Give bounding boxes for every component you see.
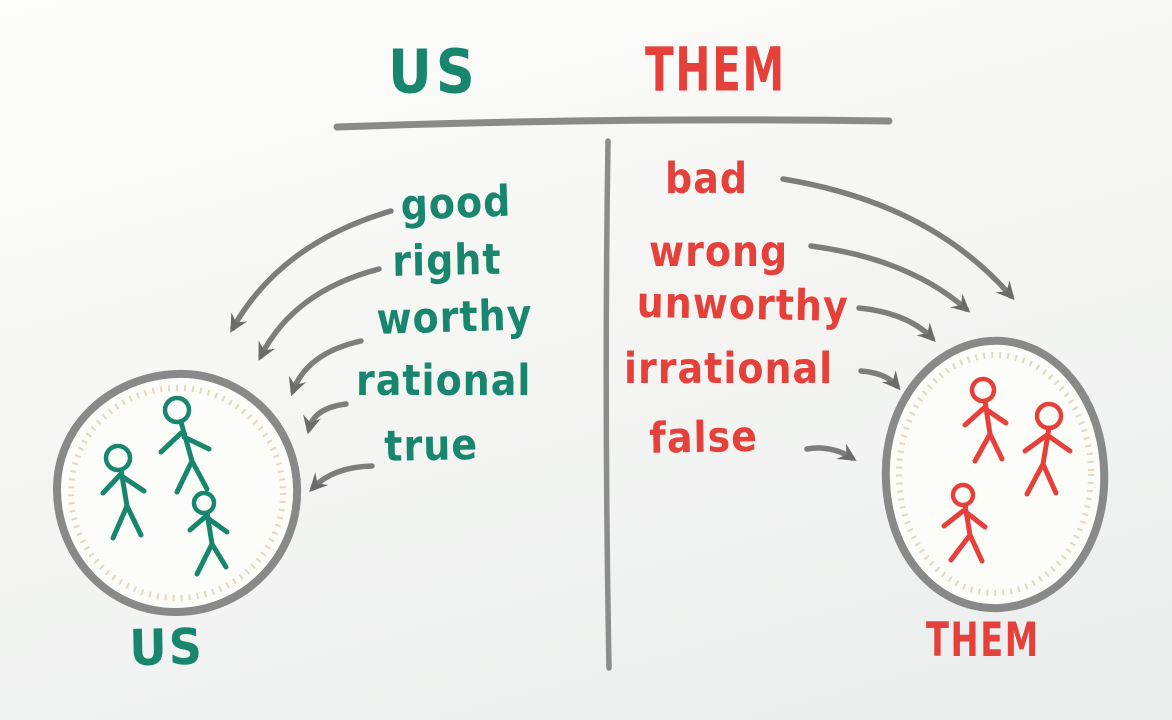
them-word-irrational: irrational [624,343,834,393]
us-stick-figure-2 [100,443,147,541]
them-word-false: false [648,411,759,463]
us-circle-speckle [68,385,286,601]
them-group-label: THEM [926,612,1040,668]
top-rule-line [333,116,893,131]
them-stick-figure-2 [1022,401,1073,497]
them-stick-figure-3 [941,482,988,564]
them-stick-figure-1 [962,376,1009,464]
us-group-label: US [128,617,205,677]
us-stick-figure-1 [158,395,212,495]
us-arrows [230,208,394,492]
us-word-right: right [391,234,502,286]
arrow-rational-to-us [303,401,349,435]
arrow-right-to-us [258,266,382,361]
us-word-true: true [383,419,479,471]
us-word-good: good [399,176,512,230]
us-heading: US [388,36,479,107]
arrow-bad-to-them [780,176,1015,301]
arrow-worthy-to-us [288,338,364,397]
us-stick-figures [100,395,230,577]
them-word-wrong: wrong [649,226,789,276]
them-word-bad: bad [665,153,749,203]
them-circle-speckle [896,352,1094,596]
them-stick-figures [941,376,1073,564]
them-word-unworthy: unworthy [636,277,850,332]
them-arrows [780,176,1015,461]
them-heading: THEM [645,34,786,105]
us-word-worthy: worthy [375,290,533,344]
us-word-rational: rational [356,355,532,405]
arrow-false-to-them [804,443,857,461]
us-stick-figure-3 [187,490,230,577]
arrow-irrational-to-them [858,368,901,391]
arrow-wrong-to-them [808,243,971,313]
them-circle [881,336,1109,613]
arrow-unworthy-to-them [856,305,936,342]
arrow-true-to-us [309,463,375,492]
arrow-good-to-us [230,208,394,333]
divider-line [603,138,612,671]
